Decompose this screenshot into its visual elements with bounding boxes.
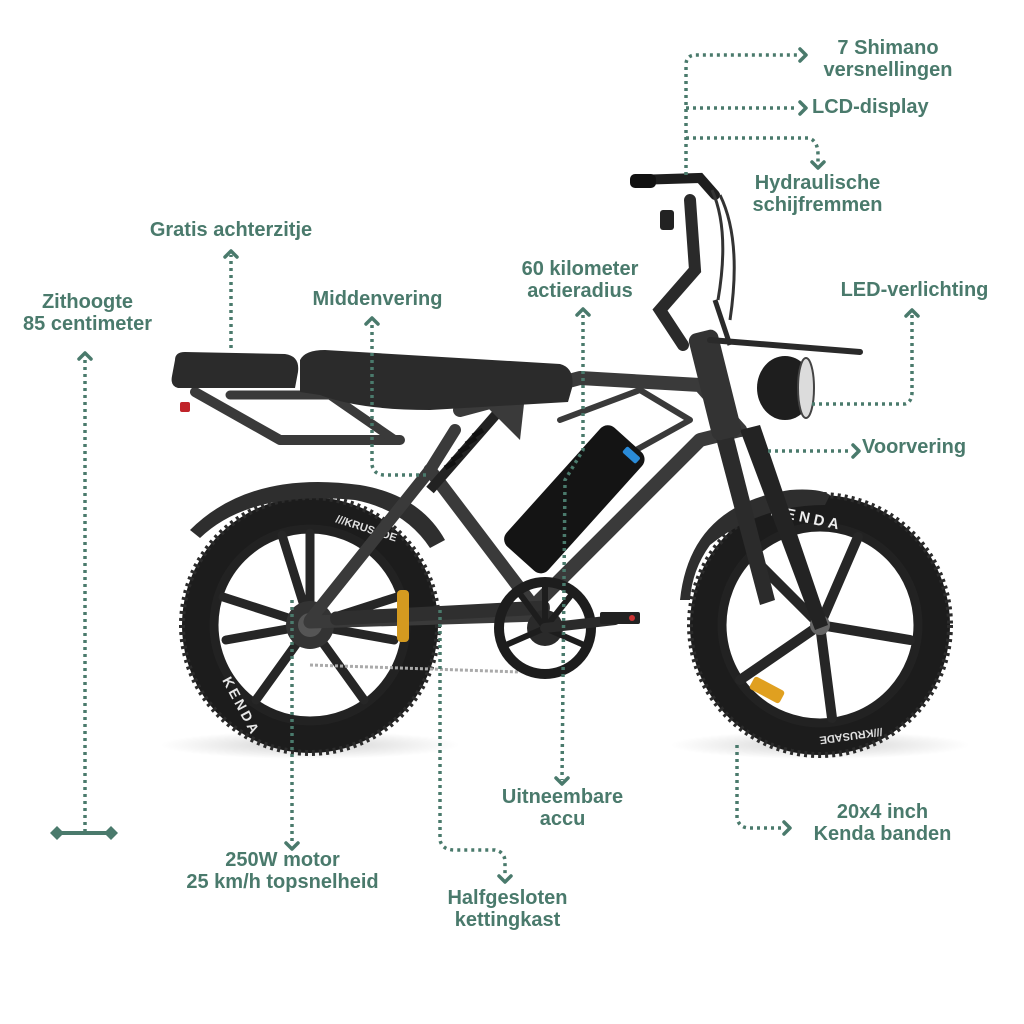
arrow-right-icon — [798, 47, 808, 63]
arrow-right-icon — [782, 820, 792, 836]
arrow-down-icon — [497, 874, 513, 884]
label-rear-seat: Gratis achterzitje — [149, 219, 313, 241]
battery — [504, 425, 645, 574]
label-led-lighting: LED-verlichting — [840, 279, 989, 301]
label-motor: 250W motor 25 km/h topsnelheid — [186, 849, 379, 893]
leader-chain-guard — [438, 610, 507, 875]
arrow-right-icon — [798, 100, 808, 116]
leader-led — [812, 315, 914, 406]
label-lcd-display: LCD-display — [812, 96, 929, 118]
label-hydraulic-brakes: Hydraulische schijfremmen — [752, 172, 883, 216]
arrow-up-icon — [575, 307, 591, 317]
rear-brake-caliper — [397, 590, 409, 642]
diamond-icon — [104, 826, 118, 840]
label-front-suspension: Voorvering — [862, 436, 967, 458]
rear-fender — [190, 482, 445, 548]
crankset — [494, 577, 640, 679]
diamond-icon — [50, 826, 64, 840]
arrow-up-icon — [364, 316, 380, 326]
main-seat — [300, 350, 573, 410]
annotation-leaders — [83, 53, 914, 875]
arrow-up-icon — [77, 351, 93, 361]
label-chain-guard: Halfgesloten kettingkast — [447, 887, 568, 931]
label-gears: 7 Shimano versnellingen — [823, 37, 953, 81]
label-range: 60 kilometer actieradius — [521, 258, 639, 302]
label-battery: Uitneembare accu — [501, 786, 624, 830]
front-fork — [688, 329, 828, 630]
arrow-down-icon — [284, 841, 300, 851]
seats — [171, 350, 573, 412]
label-mid-suspension: Middenvering — [312, 288, 443, 310]
annotation-arrowheads — [77, 47, 920, 884]
seat-height-base-marker — [50, 826, 118, 840]
headlight — [757, 356, 815, 420]
rear-light — [180, 402, 190, 412]
arrow-right-icon — [851, 443, 861, 459]
lcd-display-unit — [660, 210, 674, 230]
leader-gears — [684, 53, 798, 175]
handlebar — [630, 172, 736, 351]
front-rack — [707, 299, 863, 355]
rear-seat — [171, 352, 299, 388]
arrow-down-icon — [810, 160, 826, 170]
front-reflector — [749, 676, 785, 704]
leader-brakes — [686, 136, 820, 162]
leader-mid-suspension — [370, 325, 430, 477]
arrow-up-icon — [904, 308, 920, 318]
arrow-down-icon — [554, 776, 570, 786]
arrow-up-icon — [223, 249, 239, 259]
label-seat-height: Zithoogte 85 centimeter — [23, 291, 152, 335]
label-tires: 20x4 inch Kenda banden — [813, 801, 952, 845]
front-fender — [680, 489, 830, 600]
